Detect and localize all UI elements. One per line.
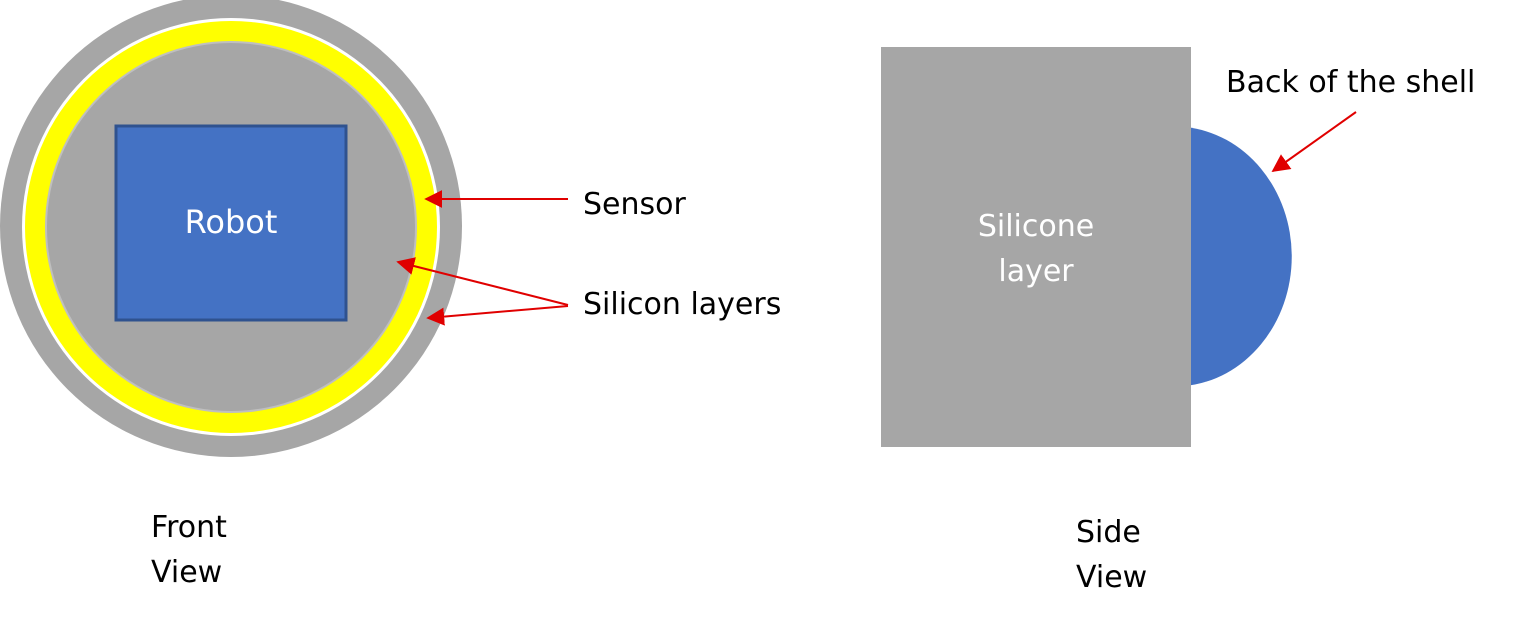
front-view: Robot Sensor Silicon layers Front View — [0, 0, 781, 590]
side-view-caption-line2: View — [1076, 560, 1147, 595]
silicon-layers-arrow-outer — [426, 305, 569, 326]
silicone-layer-label-line2: layer — [998, 254, 1074, 289]
silicone-layer-block — [881, 47, 1191, 447]
front-view-caption-line1: Front — [151, 510, 227, 545]
side-view-caption-line1: Side — [1076, 515, 1141, 550]
robot-box — [114, 124, 348, 322]
silicon-layers-label: Silicon layers — [583, 287, 781, 322]
silicon-layers-arrow-inner — [396, 257, 569, 306]
front-view-caption-line2: View — [151, 555, 222, 590]
robot-label: Robot — [185, 203, 278, 241]
side-view: Silicone layer Back of the shell Side Vi… — [881, 47, 1475, 595]
silicone-layer-label-line1: Silicone — [978, 209, 1094, 244]
sensor-label: Sensor — [583, 187, 686, 222]
back-of-shell-label: Back of the shell — [1226, 65, 1475, 100]
back-of-shell-arrow — [1271, 111, 1357, 173]
back-of-shell — [1185, 127, 1292, 386]
